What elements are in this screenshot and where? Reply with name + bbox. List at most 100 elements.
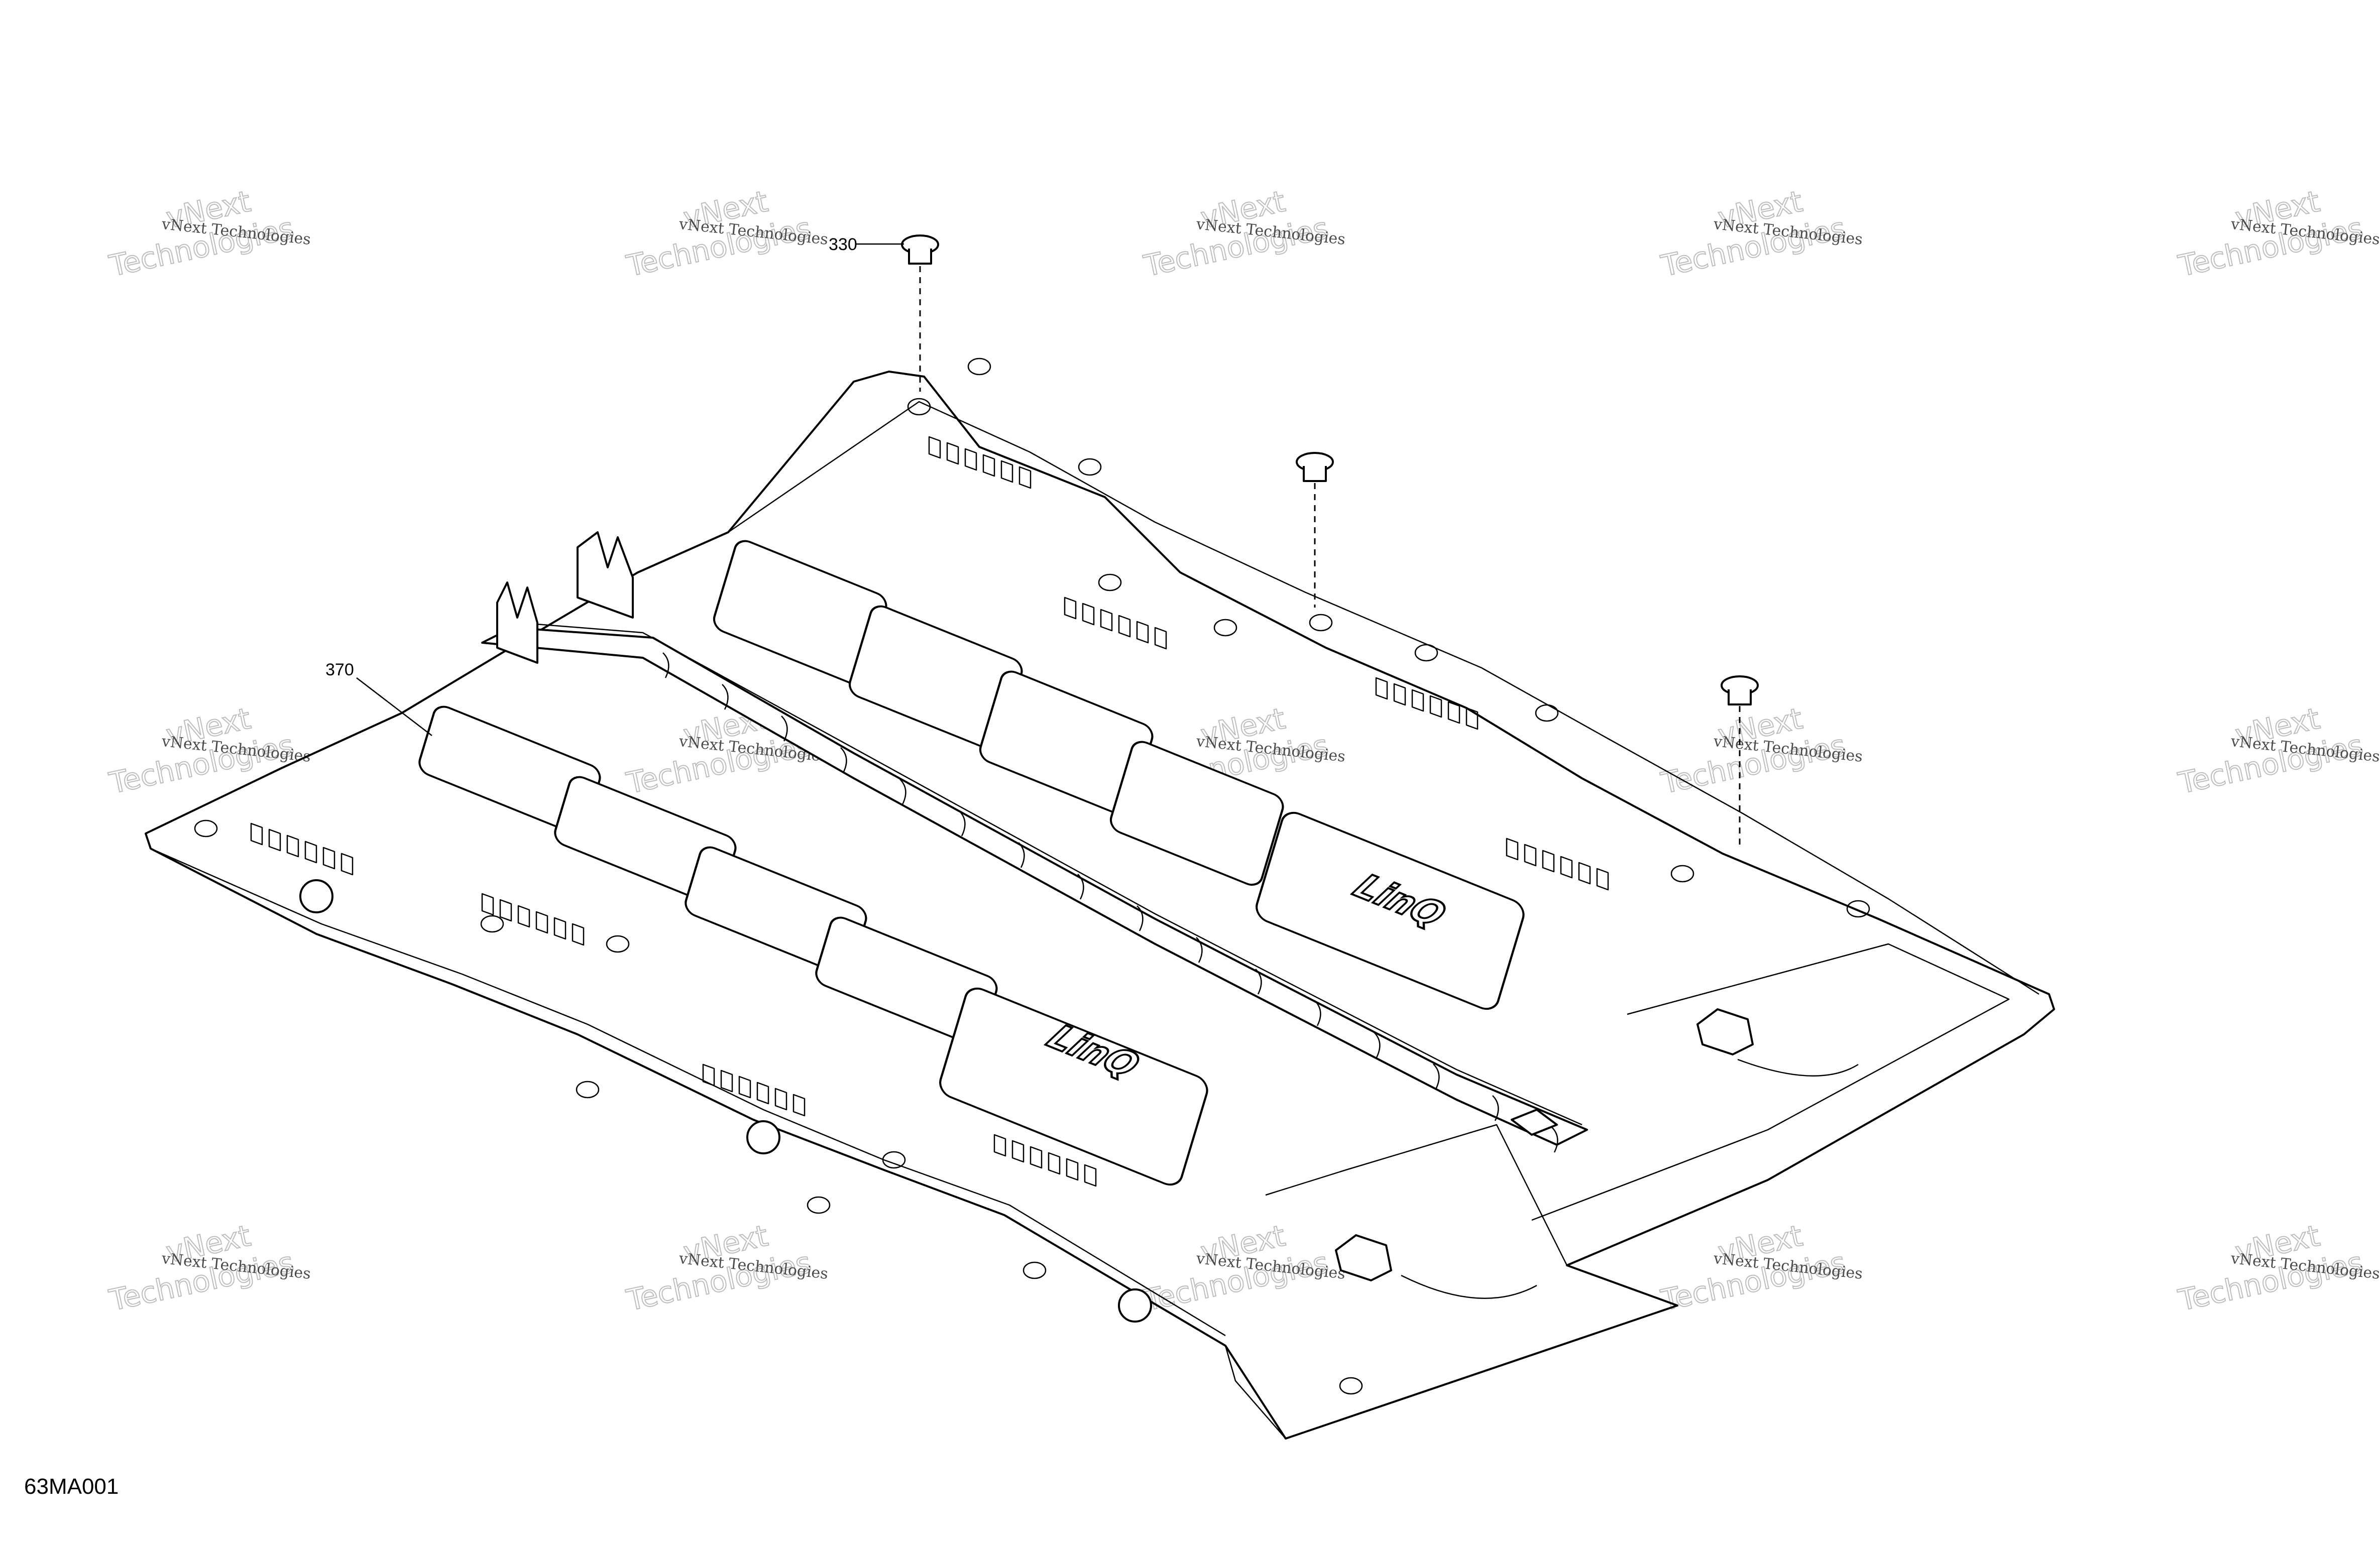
vent-slot [1429, 695, 1442, 718]
mounting-hole [907, 398, 931, 416]
mounting-hole [882, 1151, 906, 1169]
installed-screw-2 [746, 1120, 780, 1154]
fastener-2 [1296, 452, 1334, 608]
mounting-hole [967, 358, 991, 376]
clip-left [1335, 1234, 1392, 1281]
mounting-hole [1535, 704, 1559, 722]
front-pad-logo [939, 987, 1208, 1186]
mounting-hole [1023, 1261, 1047, 1279]
vent-slot [1100, 609, 1113, 632]
vent-slot [1542, 850, 1555, 873]
spine-rib [781, 716, 788, 742]
vent-slot [553, 917, 566, 940]
mounting-hole [1846, 900, 1870, 918]
vent-slot [1066, 1158, 1079, 1181]
vent-slot [517, 905, 530, 928]
spine-tab-1 [496, 581, 538, 664]
spine-tab-2 [577, 531, 634, 619]
panel-outline [145, 371, 2055, 1440]
mounting-hole [606, 935, 630, 953]
mounting-hole [807, 1196, 831, 1214]
vent-slot [756, 1082, 769, 1105]
vent-slot [304, 841, 317, 864]
vent-slot [341, 853, 354, 876]
vent-slot [1578, 862, 1591, 885]
mounting-hole [1213, 619, 1237, 637]
vent-slot [1465, 707, 1479, 730]
vent-slot [1596, 868, 1609, 891]
mounting-hole [194, 819, 218, 838]
spine-ribs [662, 652, 1558, 1153]
vent-slot [702, 1063, 715, 1087]
vent-slot [322, 847, 335, 870]
spine-rib [1433, 1063, 1440, 1090]
spine-rib [1314, 1000, 1321, 1026]
vent-slot [1011, 1140, 1025, 1163]
spine-rib [1018, 842, 1025, 868]
vent-group [1506, 838, 1609, 891]
mounting-hole [1339, 1377, 1363, 1395]
vent-slot [1154, 627, 1167, 650]
vent-slot [1393, 683, 1406, 706]
mounting-hole [480, 915, 504, 933]
mounting-hole [1078, 458, 1102, 476]
vent-slot [1118, 615, 1131, 638]
callout-330-label: 330 [829, 235, 857, 254]
vent-slot [946, 442, 959, 465]
spine-rib [722, 684, 729, 710]
vent-group [702, 1063, 806, 1117]
vent-slot [1560, 856, 1573, 879]
vent-slot [1524, 844, 1537, 867]
fastener-3 [1721, 675, 1759, 849]
vent-slot [250, 822, 263, 846]
spine-rib [1077, 874, 1084, 900]
vent-slot [1082, 603, 1095, 626]
vent-group [1064, 597, 1167, 650]
vent-slot [982, 454, 995, 477]
installed-screw-1 [299, 879, 333, 913]
vent-slot [928, 436, 941, 459]
spine-rib [899, 779, 906, 805]
mounting-hole [1098, 573, 1122, 591]
vent-slot [1136, 621, 1149, 644]
mounting-hole [1414, 644, 1438, 662]
spine-rib [662, 652, 669, 678]
front-right-recess [1265, 943, 2010, 1266]
vent-group [250, 822, 354, 876]
mounting-hole [576, 1081, 600, 1099]
rear-pad-logo [1256, 811, 1525, 1010]
mounting-hole [1309, 614, 1333, 632]
vent-slot [535, 911, 548, 934]
vent-slot [286, 835, 299, 858]
mounting-hole [1670, 865, 1694, 883]
vent-slot [1064, 597, 1077, 620]
vent-groups [250, 436, 1609, 1187]
vent-slot [964, 448, 977, 471]
vent-group [993, 1134, 1097, 1187]
vent-slot [720, 1070, 733, 1093]
callout-370: 370 [325, 660, 432, 736]
vent-slot [1084, 1164, 1097, 1187]
vent-slot [1030, 1146, 1043, 1169]
vent-slot [481, 893, 494, 916]
vent-slot [1375, 677, 1388, 700]
fasteners [299, 234, 1759, 1323]
vent-slot [774, 1088, 787, 1111]
callout-370-label: 370 [325, 660, 354, 679]
figure-id: 63MA001 [24, 1474, 119, 1499]
vent-slot [1447, 701, 1460, 724]
mounting-holes [194, 358, 1870, 1395]
